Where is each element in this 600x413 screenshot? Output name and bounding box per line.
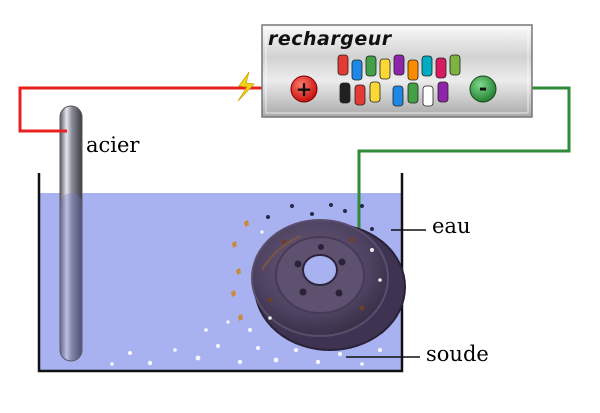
charger-title: rechargeur xyxy=(268,28,392,50)
gas-droplets xyxy=(266,203,374,231)
battery-cells-icon xyxy=(337,54,461,107)
negative-terminal-label: - xyxy=(478,76,488,100)
steel-label: acier xyxy=(86,133,140,157)
positive-terminal xyxy=(290,75,318,103)
positive-terminal-label: + xyxy=(295,77,313,101)
water-label: eau xyxy=(432,214,471,238)
steel-electrode xyxy=(59,105,83,362)
brake-drum xyxy=(251,219,406,351)
spark-icon xyxy=(237,71,255,102)
rust-flakes xyxy=(231,220,249,321)
bubbles xyxy=(110,230,382,366)
soda-label: soude xyxy=(426,342,489,366)
negative-wire xyxy=(357,86,571,243)
negative-terminal xyxy=(469,75,497,103)
